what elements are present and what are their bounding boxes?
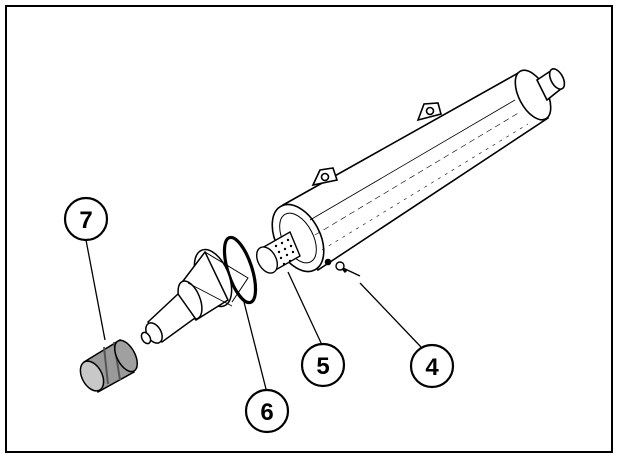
callout-label: 7 — [79, 207, 92, 234]
leader-lines — [85, 239, 422, 394]
callout-label: 4 — [425, 354, 439, 381]
callout-circle — [63, 196, 109, 242]
callout-4: 4 — [409, 343, 455, 389]
perforated-insert — [255, 230, 301, 274]
callout-label: 5 — [316, 353, 329, 380]
callout-circle — [244, 388, 290, 434]
leader-6 — [243, 301, 268, 394]
leader-7 — [85, 239, 106, 341]
screw — [335, 261, 361, 277]
callout-circle — [409, 343, 455, 389]
leader-5 — [287, 271, 323, 346]
callout-6: 6 — [244, 388, 290, 434]
bellows-grommet — [79, 338, 139, 394]
leader-4 — [359, 282, 422, 348]
callout-7: 7 — [63, 196, 109, 242]
muffler-body — [271, 68, 566, 273]
callout-circle — [300, 342, 346, 388]
end-cap — [140, 248, 249, 345]
callout-5: 5 — [300, 342, 346, 388]
figure-frame — [5, 5, 613, 453]
callout-label: 6 — [260, 399, 273, 426]
